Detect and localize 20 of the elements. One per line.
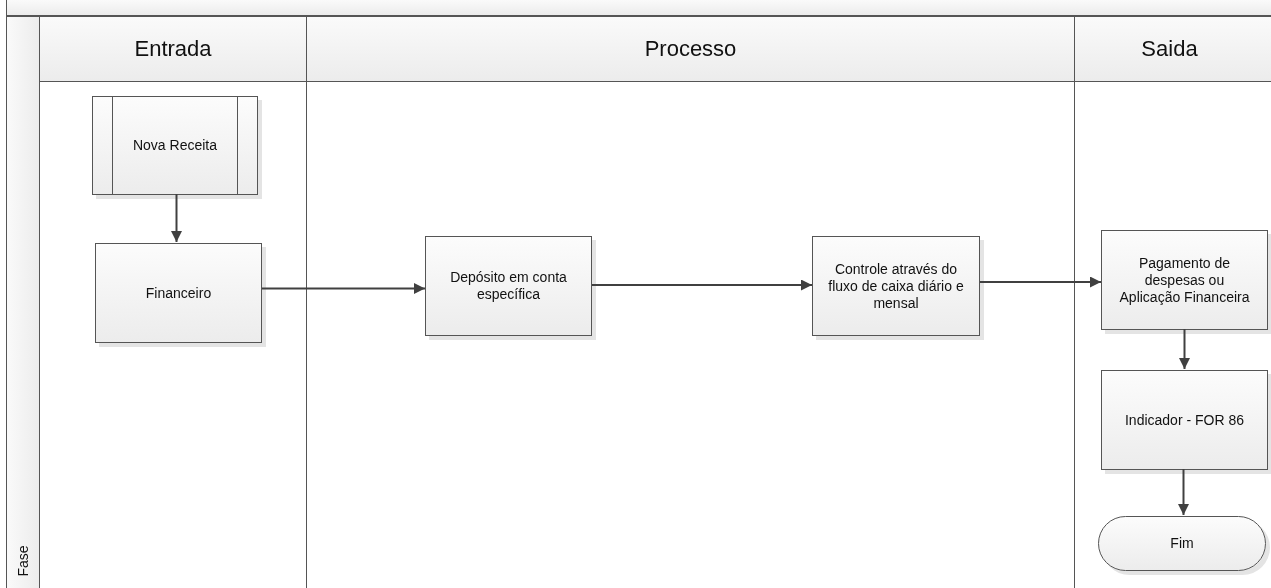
arrow bbox=[1179, 328, 1190, 370]
box-label: Pagamento de despesas ou Aplicação Financeira bbox=[1118, 254, 1251, 306]
box-label: Nova Receita bbox=[132, 137, 217, 154]
box-label: Depósito em conta específica bbox=[449, 269, 568, 303]
box-label: Financeiro bbox=[145, 284, 212, 302]
swimlane bbox=[40, 16, 307, 588]
lane-title: Processo bbox=[644, 36, 737, 62]
box-label: Fim bbox=[1170, 535, 1194, 552]
lane-title: Entrada bbox=[134, 36, 212, 62]
swimlane bbox=[307, 16, 1075, 588]
arrow bbox=[171, 193, 182, 243]
box-label: Indicador - FOR 86 bbox=[1124, 411, 1245, 429]
arrow bbox=[979, 276, 1102, 288]
arrow bbox=[1178, 468, 1189, 516]
box-label: Controle através do fluxo de caixa diário e mensal bbox=[827, 260, 965, 312]
phase-label: Fase bbox=[15, 545, 31, 577]
arrow bbox=[261, 283, 426, 294]
phase-band bbox=[6, 16, 40, 588]
lane-title: Saida bbox=[1141, 36, 1198, 62]
arrow bbox=[591, 279, 813, 291]
